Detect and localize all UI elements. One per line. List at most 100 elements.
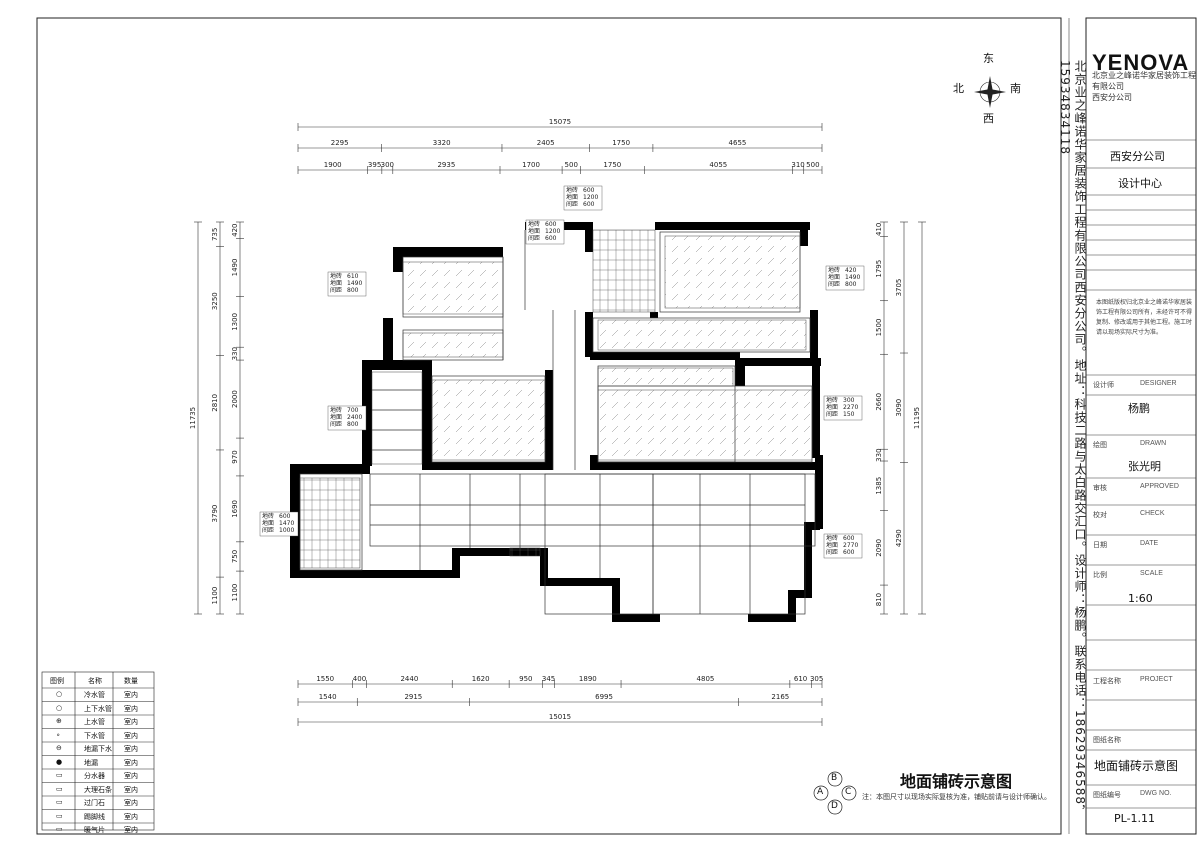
room-label-key: 地砖: [566, 186, 578, 194]
dimension-label: 500: [565, 161, 578, 169]
legend-row: ○上下水管室内: [44, 702, 154, 716]
legend-row: ∘下水管室内: [44, 729, 154, 743]
legend-row: ▭ 分水器 室内: [44, 769, 154, 783]
legend-name: 上水管: [84, 718, 105, 726]
room-label-key: 地面: [330, 279, 342, 287]
index-mark-a: A: [817, 787, 824, 797]
dimension-label: 1100: [231, 584, 239, 602]
legend-name: 地漏下水: [84, 745, 112, 753]
legend-header: 图例 名称 数量: [44, 674, 154, 688]
room-label-value: 600: [279, 513, 291, 520]
titleblock-row-label: 日期: [1093, 541, 1107, 549]
room-label-value: 600: [843, 535, 855, 542]
legend-qty: 室内: [124, 745, 138, 753]
dimension-label: 1300: [231, 313, 239, 331]
compass-east: 东: [983, 52, 994, 65]
legend-qty: 室内: [124, 812, 138, 821]
dimension-label: 1900: [324, 161, 342, 169]
titleblock-row-label: 绘图: [1093, 441, 1107, 449]
legend-row: ⊕上水管室内: [44, 715, 154, 729]
room-label-value: 600: [545, 235, 557, 242]
compass-rose: [974, 76, 1006, 108]
titleblock-row-en: DATE: [1140, 540, 1159, 547]
titleblock-row-value: 杨鹏: [1128, 402, 1150, 415]
room-label-key: 地砖: [828, 266, 840, 274]
dimension-label: 310: [791, 161, 804, 169]
room-label-value: 2400: [347, 414, 362, 421]
titleblock-design-center: 设计中心: [1118, 177, 1162, 190]
dimension-label: 1490: [231, 259, 239, 277]
dimension-label: 1100: [211, 587, 219, 605]
brand-company-line1: 北京业之峰诺华家居装饰工程有限公司: [1092, 71, 1196, 91]
legend-name: 下水管: [84, 731, 105, 740]
titleblock-row-en: APPROVED: [1140, 483, 1179, 490]
dimension-label: 300: [381, 161, 394, 169]
legend-name: 大理石条: [84, 785, 112, 794]
dimension-label: 2405: [537, 139, 555, 147]
legend-symbol-icon: ▭: [56, 771, 63, 779]
titleblock-grid: [1086, 139, 1196, 809]
room-label-box: [823, 395, 863, 421]
titleblock-row-en: DRAWN: [1140, 440, 1167, 447]
room-label-box: [327, 405, 367, 431]
dimension-label: 1795: [875, 260, 883, 278]
legend-row: ▭暖气片室内: [44, 823, 154, 837]
dimension-label: 2090: [875, 539, 883, 557]
side-company-text: 北京业之峰诺华家居装饰工程有限公司西安分公司。地址：科技二路与太白路交汇口。设计…: [1058, 60, 1087, 818]
room-label-key: 地砖: [528, 220, 540, 228]
room-label-value: 1490: [845, 274, 860, 281]
dimension-label: 1620: [472, 675, 490, 683]
dimension-label: 1700: [522, 161, 540, 169]
titleblock-row-en: SCALE: [1140, 570, 1163, 577]
legend-row: ⊖地漏下水室内: [44, 742, 154, 756]
legend-qty: 室内: [124, 758, 138, 767]
legend-symbol-icon: ▭: [56, 784, 63, 793]
dimension-label: 1500: [875, 319, 883, 337]
titleblock-row-label: 设计师: [1093, 381, 1114, 389]
legend-name: 冷水管: [84, 691, 105, 699]
legend-name: 上下水管: [84, 704, 112, 713]
drawing-title: 地面铺砖示意图: [900, 772, 1013, 791]
room-label-key: 地砖: [262, 512, 274, 520]
room-label-value: 800: [347, 287, 359, 294]
room-label-value: 1490: [347, 280, 362, 287]
titleblock-row-value: 地面铺砖示意图: [1094, 759, 1179, 773]
dimension-label: 4055: [709, 161, 727, 169]
legend-qty: 室内: [124, 826, 138, 834]
dimension-label: 735: [211, 228, 219, 241]
dimension-label: 330: [231, 347, 239, 360]
legend-name: 分水器: [84, 772, 105, 780]
room-label-box: [825, 265, 865, 291]
room-label-value: 600: [583, 201, 595, 208]
dimension-label: 6995: [595, 693, 613, 701]
room-label-key: 间距: [528, 234, 540, 242]
legend-row: ▭踢脚线室内: [44, 810, 154, 824]
dimension-label: 1550: [316, 675, 334, 683]
dimension-label: 1540: [319, 693, 337, 701]
room-label-value: 1000: [279, 527, 294, 534]
dimension-label: 11735: [189, 407, 197, 429]
titleblock-row-value: 张光明: [1128, 460, 1161, 473]
dimension-label: 305: [810, 675, 823, 683]
legend-qty: 室内: [124, 718, 138, 726]
legend-qty: 室内: [124, 772, 138, 780]
room-label-key: 地面: [262, 519, 274, 527]
titleblock-row-value: PL-1.11: [1114, 812, 1156, 825]
dimension-label: 420: [231, 224, 239, 237]
legend-symbol-icon: ○: [56, 703, 63, 712]
legend-frame: [41, 671, 155, 831]
legend-symbol-icon: ∘: [56, 730, 61, 739]
dimension-label: 330: [875, 448, 883, 461]
room-label-key: 地面: [826, 403, 838, 411]
dimension-label: 500: [806, 161, 819, 169]
room-label-value: 700: [347, 407, 359, 414]
titleblock-row-label: 审核: [1093, 484, 1107, 492]
room-label-key: 间距: [330, 286, 342, 294]
dimension-label: 2935: [437, 161, 455, 169]
compass-north: 北: [953, 82, 964, 95]
index-mark-b: B: [831, 773, 838, 783]
room-label-value: 610: [347, 273, 359, 280]
dimension-label: 3705: [895, 279, 903, 297]
